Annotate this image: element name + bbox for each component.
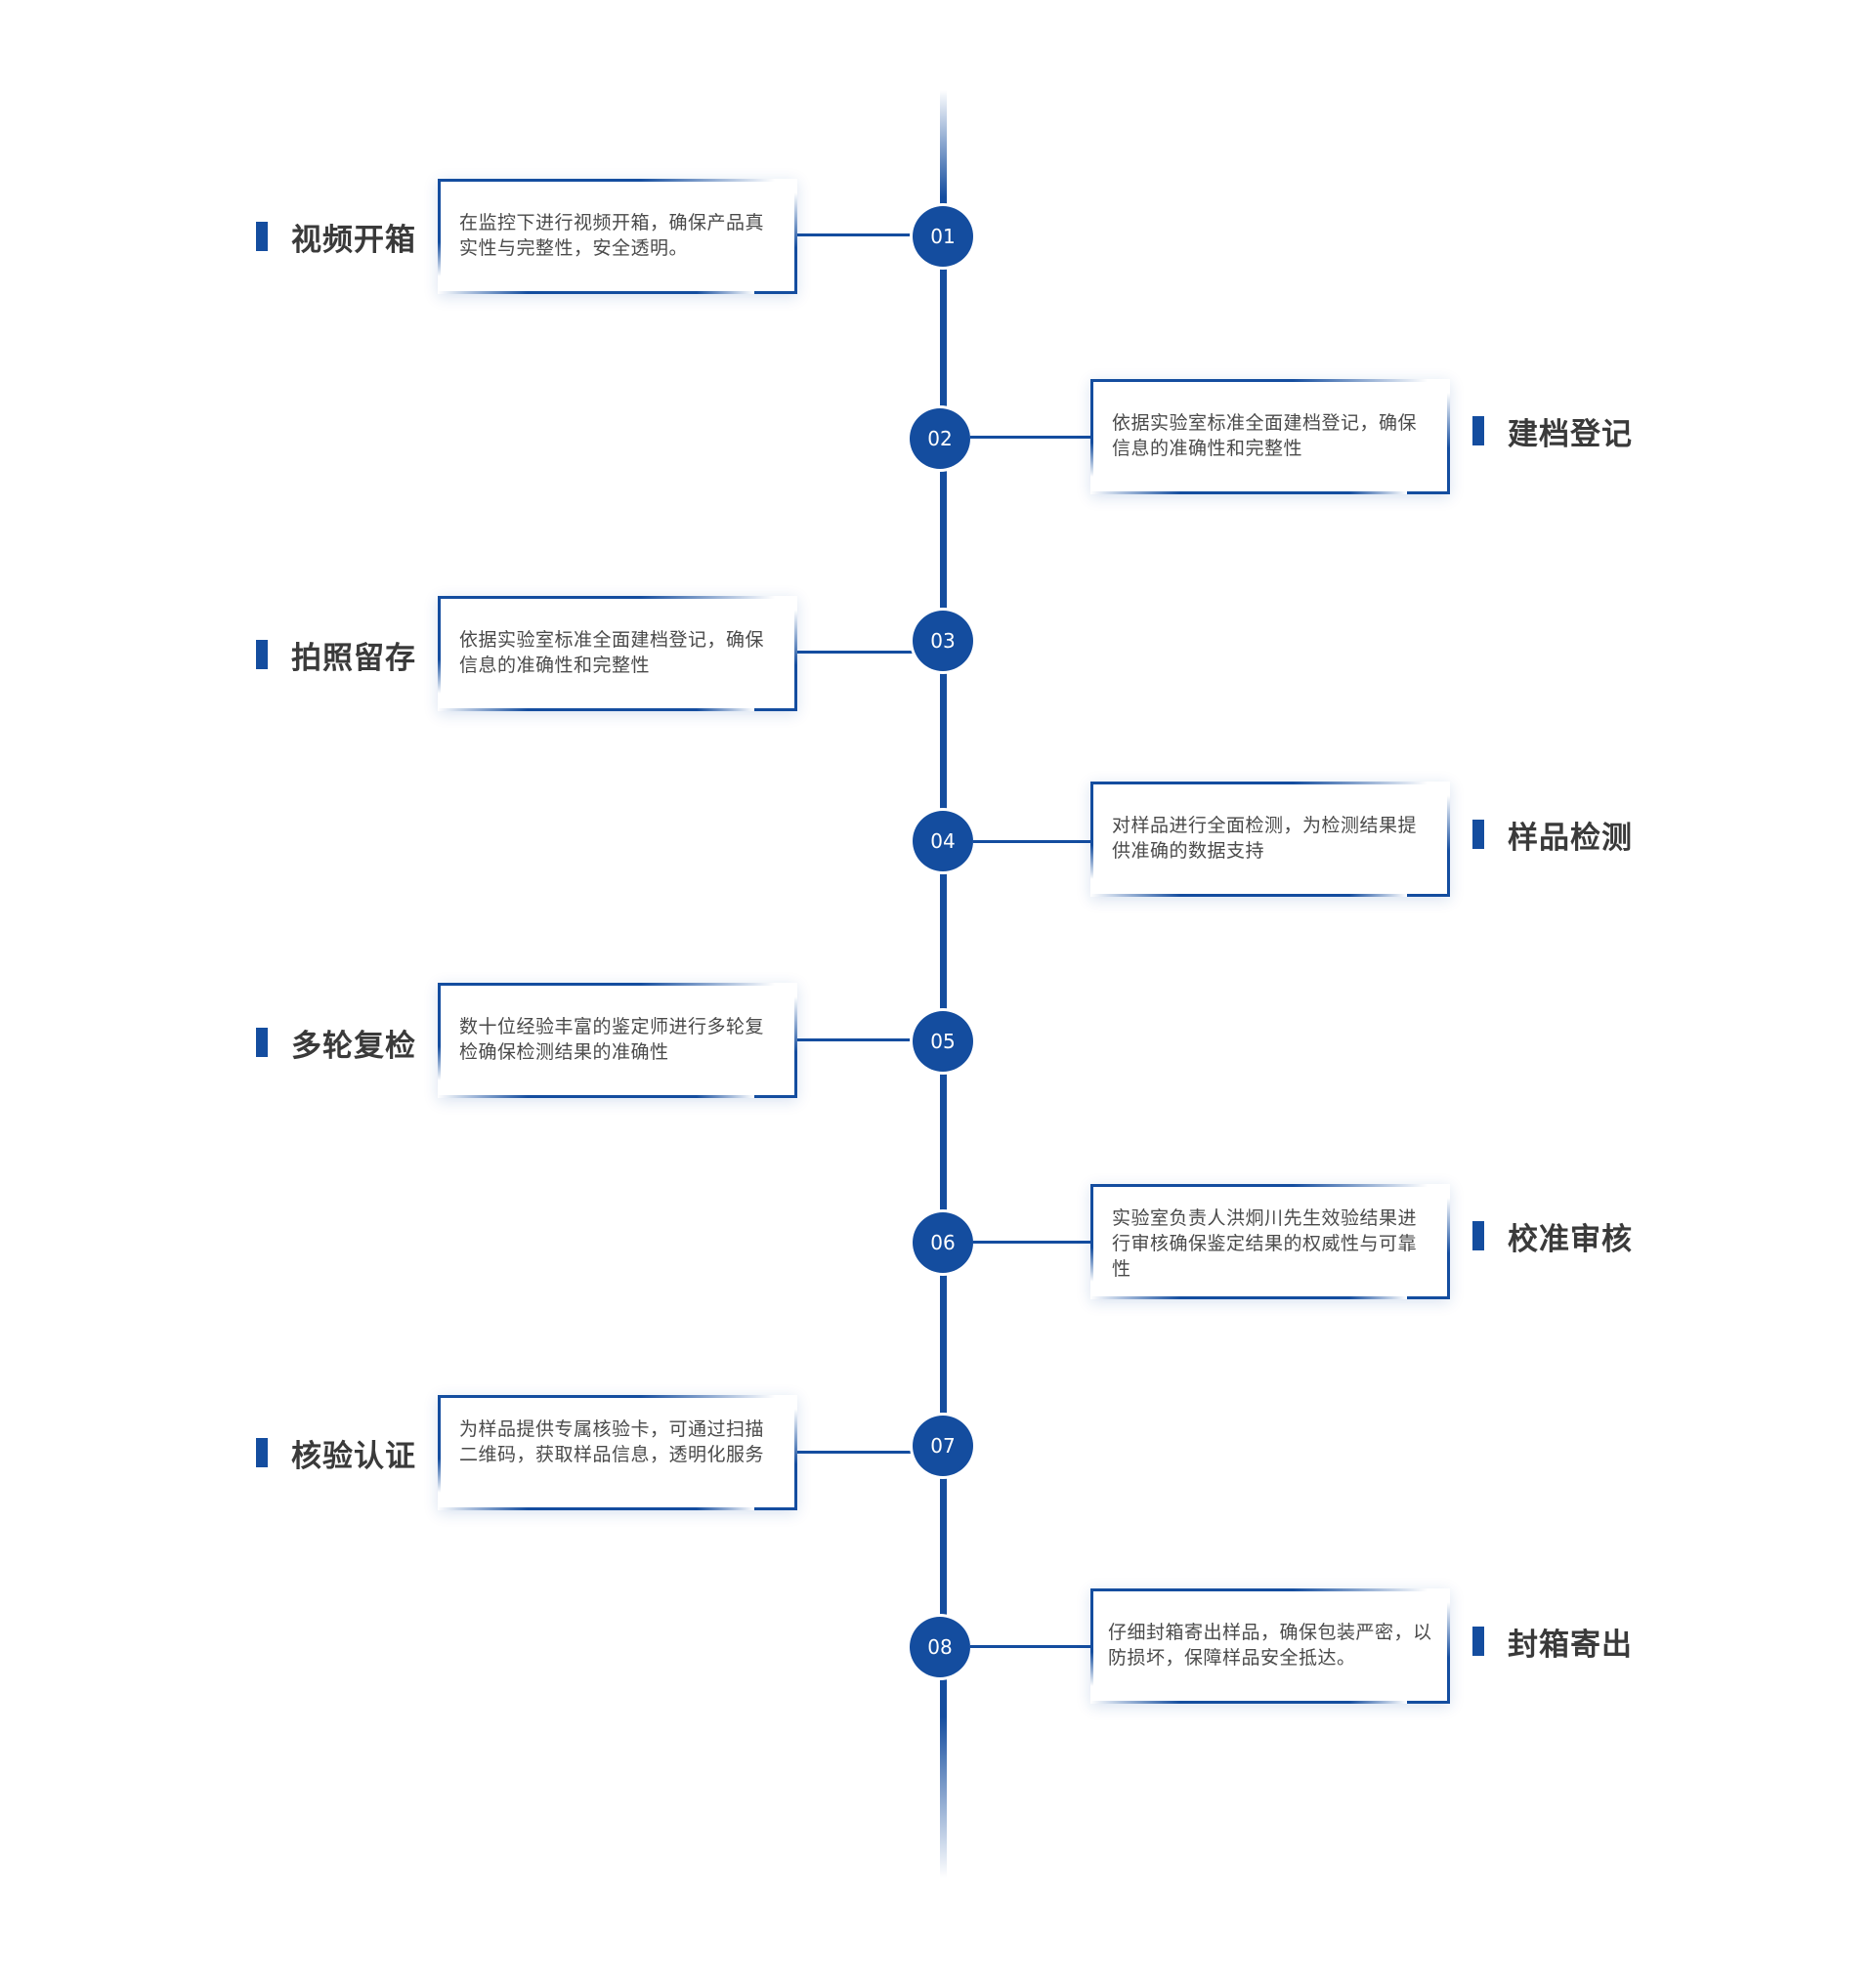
step-08-number: 08 [910,1617,970,1677]
step-08-connector [970,1645,1091,1648]
step-08-description: 仔细封箱寄出样品，确保包装严密，以防损坏，保障样品安全抵达。 [1108,1622,1432,1669]
step-08-card: 仔细封箱寄出样品，确保包装严密，以防损坏，保障样品安全抵达。 [1090,1588,1450,1704]
step-06-title-marker [1472,1221,1484,1250]
step-07-description: 为样品提供专属核验卡，可通过扫描二维码，获取样品信息，透明化服务 [459,1418,765,1465]
step-02-number: 02 [910,408,970,469]
step-07-card: 为样品提供专属核验卡，可通过扫描二维码，获取样品信息，透明化服务 [438,1395,797,1510]
step-04-card: 对样品进行全面检测，为检测结果提供准确的数据支持 [1090,782,1450,897]
step-07-number: 07 [913,1416,973,1476]
step-01-connector [797,233,915,236]
step-02-title: 建档登记 [1472,411,1633,452]
step-06-title: 校准审核 [1472,1216,1633,1257]
step-07-connector [797,1451,915,1454]
step-02-card: 依据实验室标准全面建档登记，确保信息的准确性和完整性 [1090,379,1450,494]
step-04-number: 04 [913,811,973,871]
step-06-number: 06 [913,1212,973,1273]
step-01-number: 01 [913,206,973,267]
step-01-title: 视频开箱 [256,217,416,258]
step-03-title: 拍照留存 [256,635,416,676]
step-01-card: 在监控下进行视频开箱，确保产品真实性与完整性，安全透明。 [438,179,797,294]
step-08-title-marker [1472,1627,1484,1656]
step-06-card: 实验室负责人洪炯川先生效验结果进行审核确保鉴定结果的权威性与可靠性 [1090,1184,1450,1299]
step-01-title-marker [256,222,268,251]
step-03-card: 依据实验室标准全面建档登记，确保信息的准确性和完整性 [438,596,797,711]
step-07-title-marker [256,1438,268,1467]
step-02-description: 依据实验室标准全面建档登记，确保信息的准确性和完整性 [1112,412,1418,459]
step-05-card: 数十位经验丰富的鉴定师进行多轮复检确保检测结果的准确性 [438,983,797,1098]
timeline-axis [940,90,947,1878]
step-05-title: 多轮复检 [256,1023,416,1064]
step-03-connector [797,651,915,654]
step-07-title: 核验认证 [256,1433,416,1474]
step-05-number: 05 [913,1011,973,1072]
step-02-connector [970,436,1091,439]
step-06-connector [973,1241,1091,1244]
step-04-title: 样品检测 [1472,815,1633,856]
step-04-description: 对样品进行全面检测，为检测结果提供准确的数据支持 [1112,815,1418,862]
step-03-title-marker [256,640,268,669]
step-06-description: 实验室负责人洪炯川先生效验结果进行审核确保鉴定结果的权威性与可靠性 [1112,1207,1418,1280]
step-05-title-marker [256,1028,268,1057]
step-01-description: 在监控下进行视频开箱，确保产品真实性与完整性，安全透明。 [459,212,765,259]
step-04-title-marker [1472,820,1484,849]
step-03-number: 03 [913,611,973,671]
step-08-title: 封箱寄出 [1472,1622,1633,1663]
step-03-description: 依据实验室标准全面建档登记，确保信息的准确性和完整性 [459,629,765,676]
step-05-description: 数十位经验丰富的鉴定师进行多轮复检确保检测结果的准确性 [459,1016,765,1063]
step-05-connector [797,1038,915,1041]
step-02-title-marker [1472,416,1484,445]
step-04-connector [973,840,1091,843]
